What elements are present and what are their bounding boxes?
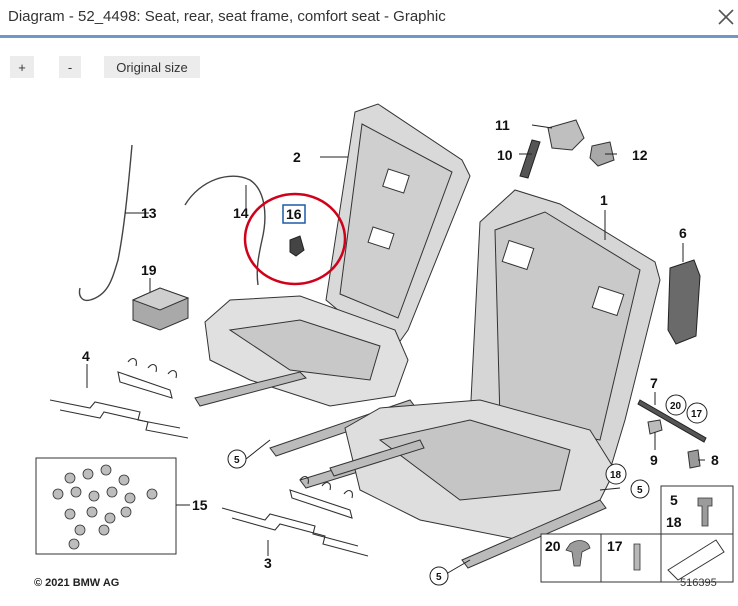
part-13-cable	[78, 144, 133, 302]
callout-16[interactable]: 16	[286, 206, 302, 222]
circle-5b	[630, 479, 650, 499]
legend-number-17: 17	[607, 538, 623, 554]
left-seat-frame	[194, 103, 471, 489]
legend-bolt	[697, 497, 713, 527]
document-number: 516395	[680, 577, 717, 589]
part-15-fasteners-box	[35, 457, 177, 555]
callout-20[interactable]: 20	[670, 401, 682, 412]
callout-5c[interactable]: 5	[436, 572, 442, 583]
part-16-clip	[289, 235, 305, 257]
zoom-in-button[interactable]: +	[10, 56, 34, 78]
callout-5b[interactable]: 5	[637, 485, 643, 496]
part-11-bracket	[547, 119, 585, 151]
callout-5a[interactable]: 5	[234, 455, 240, 466]
title-bar: Diagram - 52_4498: Seat, rear, seat fram…	[0, 0, 738, 38]
circle-5a	[227, 449, 247, 469]
legend-cells	[540, 485, 734, 583]
part-6-panel	[667, 259, 701, 345]
parts-diagram	[35, 103, 734, 583]
circle-18	[605, 463, 627, 485]
legend-number-18: 18	[666, 514, 682, 530]
window-title: Diagram - 52_4498: Seat, rear, seat fram…	[8, 8, 446, 25]
part-3-springs	[221, 475, 369, 557]
callout-4[interactable]: 4	[82, 348, 90, 364]
part-14-cable	[184, 175, 266, 286]
close-icon[interactable]	[716, 6, 736, 28]
part-19-pad	[131, 287, 190, 331]
circle-5c	[429, 566, 449, 586]
callout-1[interactable]: 1	[600, 192, 608, 208]
legend-number-20: 20	[545, 538, 561, 554]
callout-15[interactable]: 15	[192, 497, 208, 513]
callout-2[interactable]: 2	[293, 149, 301, 165]
circle-20	[665, 394, 687, 416]
callout-3[interactable]: 3	[264, 555, 272, 571]
legend-arrow-icon	[667, 539, 725, 581]
legend-clip	[633, 543, 641, 571]
callout-12[interactable]: 12	[632, 147, 648, 163]
callout-14[interactable]: 14	[233, 205, 249, 221]
callout-13[interactable]: 13	[141, 205, 157, 221]
callout-19[interactable]: 19	[141, 262, 157, 278]
part-8-clip	[687, 449, 701, 469]
callout-17[interactable]: 17	[691, 409, 703, 420]
callout-10[interactable]: 10	[497, 147, 513, 163]
callout-6[interactable]: 6	[679, 225, 687, 241]
right-seat-frame	[329, 189, 661, 569]
legend-number-5: 5	[670, 492, 678, 508]
part-12-latch	[589, 141, 615, 167]
callout-16-box	[282, 204, 306, 224]
callout-11[interactable]: 11	[495, 117, 510, 133]
part-9-clip	[647, 419, 663, 435]
callout-9[interactable]: 9	[650, 452, 658, 468]
zoom-out-button[interactable]: -	[59, 56, 81, 78]
callout-8[interactable]: 8	[711, 452, 719, 468]
circle-17	[686, 402, 708, 424]
part-7-strip	[637, 399, 707, 443]
legend-push-pin	[565, 540, 591, 567]
leader-lines	[86, 124, 705, 575]
original-size-button[interactable]: Original size	[104, 56, 200, 78]
copyright-text: © 2021 BMW AG	[34, 577, 120, 589]
callout-7[interactable]: 7	[650, 375, 658, 391]
part-10-strap	[519, 139, 541, 179]
highlight-circle	[243, 192, 347, 286]
callout-18[interactable]: 18	[610, 470, 622, 481]
part-4-springs	[49, 357, 189, 439]
